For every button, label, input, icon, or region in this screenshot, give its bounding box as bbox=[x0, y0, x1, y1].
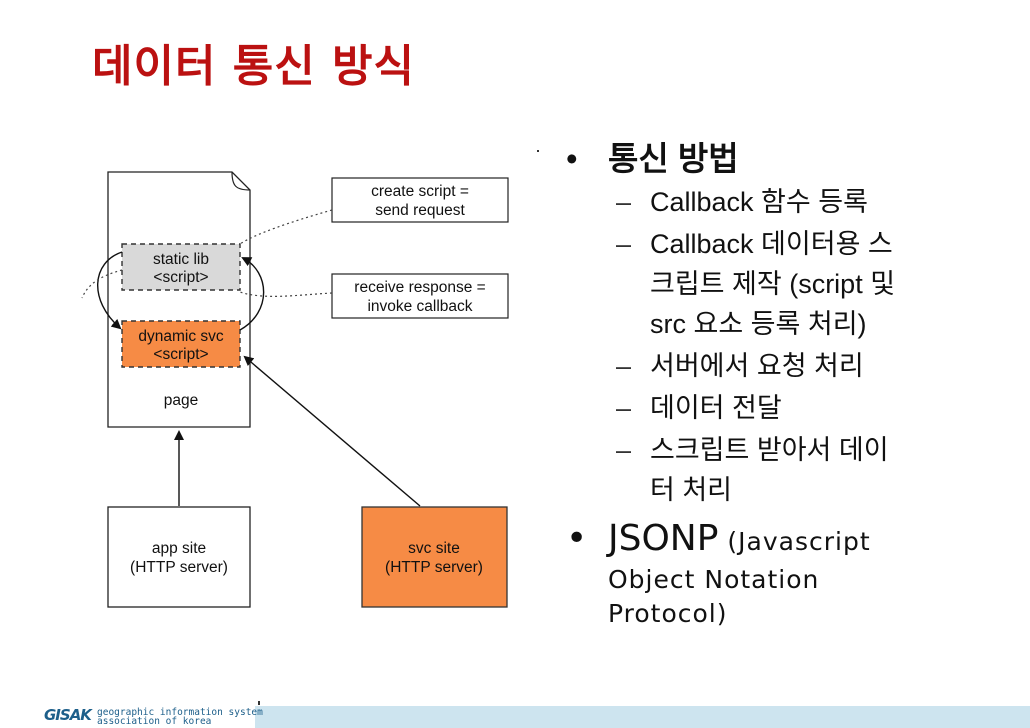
page-document bbox=[107, 171, 251, 428]
page-fold bbox=[231, 171, 251, 191]
svc-site-box bbox=[361, 506, 508, 608]
bullet-main: • 통신 방법 bbox=[560, 138, 920, 180]
sub-item-text: src 요소 등록 처리) bbox=[650, 309, 867, 339]
svc-site-arrow bbox=[243, 355, 421, 507]
jsonp-continuation-2: Protocol) bbox=[608, 599, 728, 628]
sub-item: – 스크립트 받아서 데이 터 처리 bbox=[560, 430, 920, 510]
create-script-box bbox=[331, 177, 509, 223]
bullet-dot: • bbox=[566, 518, 588, 559]
receive-response-label-2: invoke callback bbox=[367, 298, 472, 315]
app-site-label-2: (HTTP server) bbox=[130, 559, 228, 576]
dash-marker: – bbox=[616, 393, 632, 423]
create-script-label-1: create script = bbox=[371, 183, 469, 200]
slide-title: 데이터 통신 방식 bbox=[92, 41, 415, 92]
sub-item: – 데이터 전달 bbox=[560, 388, 920, 428]
jsonp-title: JSONP bbox=[608, 518, 719, 559]
footer-logo: GISAK bbox=[44, 706, 92, 724]
sub-item: – Callback 함수 등록 bbox=[560, 182, 920, 222]
dash-marker: – bbox=[616, 229, 632, 259]
sub-item-text: Callback 함수 등록 bbox=[650, 187, 868, 217]
static-to-dynamic-arrow bbox=[97, 251, 123, 330]
jsonp-subtitle: (Javascript bbox=[718, 527, 871, 556]
dynamic-to-static-arrow bbox=[239, 257, 265, 331]
dash-marker: – bbox=[616, 351, 632, 381]
footer-line-1: geographic information system bbox=[97, 707, 263, 718]
svc-site-label-2: (HTTP server) bbox=[385, 559, 483, 576]
footer-bar bbox=[255, 706, 1030, 728]
receive-response-box bbox=[331, 273, 509, 319]
static-lib-box bbox=[121, 243, 241, 291]
receive-response-label-1: receive response = bbox=[354, 279, 485, 296]
static-lib-label-1: static lib bbox=[153, 251, 209, 268]
page-label: page bbox=[164, 392, 198, 409]
sub-item-text: 서버에서 요청 처리 bbox=[650, 351, 864, 381]
sub-item: – Callback 데이터용 스 크립트 제작 (script 및 src 요… bbox=[560, 224, 920, 344]
static-lib-connector bbox=[81, 269, 123, 299]
svc-site-label-1: svc site bbox=[408, 540, 460, 557]
sub-item-text: 데이터 전달 bbox=[650, 393, 782, 423]
sub-item-text: 크립트 제작 (script 및 bbox=[650, 269, 896, 299]
dash-marker: – bbox=[616, 187, 632, 217]
app-site-label-1: app site bbox=[152, 540, 206, 557]
dynamic-svc-label-1: dynamic svc bbox=[138, 328, 224, 345]
tick-mark-top bbox=[537, 150, 539, 152]
dynamic-svc-label-2: <script> bbox=[153, 346, 208, 363]
bullet-list: • 통신 방법 – Callback 함수 등록 – Callback 데이터용… bbox=[560, 138, 920, 631]
sub-item-text: 터 처리 bbox=[650, 475, 733, 505]
dynamic-svc-box bbox=[121, 320, 241, 368]
create-script-connector bbox=[239, 209, 333, 245]
bullet-dot: • bbox=[566, 140, 578, 177]
footer-line-2: association of korea bbox=[97, 716, 212, 727]
tick-mark-bottom bbox=[258, 701, 260, 705]
sub-item-text: Callback 데이터용 스 bbox=[650, 229, 893, 259]
sub-item-text: 스크립트 받아서 데이 bbox=[650, 435, 889, 465]
static-lib-label-2: <script> bbox=[153, 269, 208, 286]
bullet-main-text: 통신 방법 bbox=[608, 140, 739, 177]
bullet-jsonp: • JSONP (Javascript bbox=[560, 518, 920, 563]
sub-item: – 서버에서 요청 처리 bbox=[560, 346, 920, 386]
dash-marker: – bbox=[616, 435, 632, 465]
receive-response-connector bbox=[239, 291, 333, 297]
jsonp-continuation-1: Object Notation bbox=[608, 565, 820, 594]
create-script-label-2: send request bbox=[375, 202, 465, 219]
app-site-box bbox=[107, 506, 251, 608]
